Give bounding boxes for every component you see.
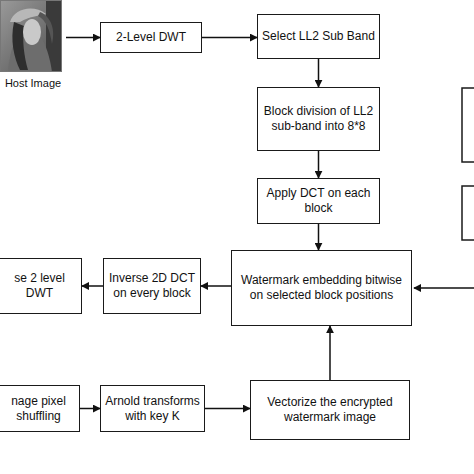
lena-photo: [0, 0, 62, 72]
incoming-arrow: [414, 287, 474, 289]
box-label: Watermark embedding bitwise on selected …: [236, 273, 407, 303]
flow-arrow: [318, 59, 320, 87]
box-label: nage pixel shuffling: [2, 394, 75, 424]
process-box: Apply DCT on each block: [257, 178, 380, 224]
box-label: se 2 level DWT: [2, 271, 77, 301]
image-caption: Host Image: [0, 77, 66, 91]
process-box: Block division of LL2 sub-band into 8*8: [257, 87, 380, 151]
flow-arrow: [205, 408, 250, 410]
connectors: [66, 38, 330, 409]
box-label: Inverse 2D DCT on every block: [108, 271, 196, 301]
box-label: 2-Level DWT: [116, 30, 186, 45]
cropped-box: [462, 88, 474, 162]
box-label: Arnold transforms with key K: [105, 394, 200, 424]
process-box: Watermark embedding bitwise on selected …: [231, 250, 412, 326]
process-box: Select LL2 Sub Band: [257, 14, 380, 59]
partial-boxes: [414, 88, 474, 288]
flow-arrow: [329, 326, 331, 380]
photo-frame: [1, 1, 62, 72]
flow-arrow: [318, 224, 320, 250]
box-label: Select LL2 Sub Band: [262, 29, 375, 44]
process-box: se 2 level DWT: [0, 258, 82, 314]
process-box: Inverse 2D DCT on every block: [103, 258, 201, 314]
photo-face: [23, 19, 41, 45]
flow-arrow: [66, 37, 100, 39]
box-label: Block division of LL2 sub-band into 8*8: [262, 104, 375, 134]
process-box: Arnold transforms with key K: [100, 385, 205, 432]
photo-background: [0, 0, 62, 72]
cropped-box: [462, 186, 474, 240]
photo-feather: [38, 12, 53, 44]
process-box: 2-Level DWT: [100, 22, 202, 53]
flow-arrow: [318, 151, 320, 178]
box-label: Apply DCT on each block: [262, 186, 375, 216]
box-label: Vectorize the encrypted watermark image: [255, 395, 405, 425]
flow-arrow: [202, 37, 257, 39]
flow-arrow: [80, 408, 100, 410]
process-box: Vectorize the encrypted watermark image: [250, 380, 410, 440]
process-box: nage pixel shuffling: [0, 385, 80, 432]
flow-arrow: [82, 285, 103, 287]
host-image: Host Image: [0, 0, 66, 95]
flow-arrow: [201, 285, 231, 287]
